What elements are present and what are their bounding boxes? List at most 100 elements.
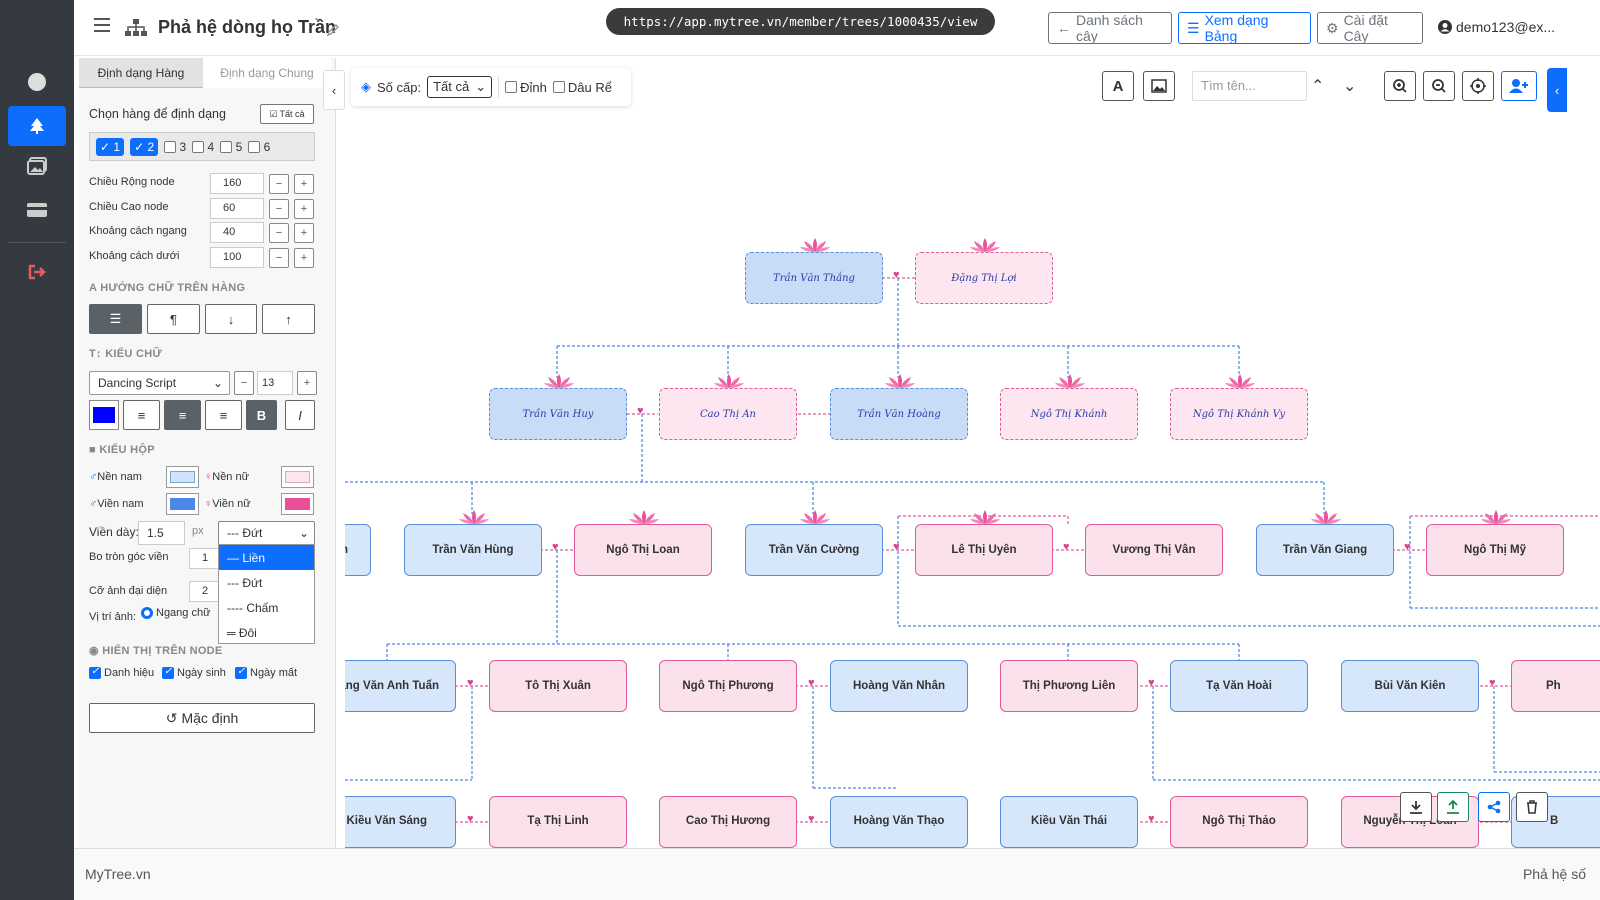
node-width-input[interactable]: 160 [210, 173, 264, 194]
sidebar-images-icon[interactable] [8, 146, 66, 186]
tab-general-format[interactable]: Định dạng Chung [203, 58, 331, 88]
tree-node[interactable]: Trần Văn Hoàng [830, 388, 968, 440]
bg-female-color-picker[interactable] [281, 466, 314, 488]
add-member-button[interactable] [1501, 71, 1537, 101]
italic-button[interactable]: I [285, 400, 315, 430]
zoom-in-button[interactable] [1384, 71, 1416, 101]
reset-default-button[interactable]: ↺Mặc định [89, 703, 315, 733]
delete-button[interactable] [1516, 792, 1548, 822]
edit-pencil-icon[interactable] [326, 23, 340, 37]
border-male-color-picker[interactable] [166, 493, 199, 515]
level-1-checkbox[interactable]: ✓ 1 [96, 137, 125, 156]
image-button[interactable] [1143, 71, 1175, 101]
tree-node[interactable]: Lê Thị Uyên [915, 524, 1053, 576]
node-height-input[interactable]: 60 [210, 198, 264, 219]
collapse-panel-button[interactable]: ‹ [323, 70, 345, 110]
tree-node[interactable]: Trần Văn Giang [1256, 524, 1394, 576]
dropdown-option-dotted[interactable]: ---- Chấm [227, 600, 279, 615]
bottom-spacing-input[interactable]: 100 [210, 247, 264, 268]
sidebar-tree-icon[interactable] [8, 106, 66, 146]
tree-node[interactable]: Trần Văn Huy [489, 388, 627, 440]
search-name-input[interactable]: Tìm tên... [1192, 71, 1307, 101]
tree-node[interactable]: Kiều Văn Thái [1000, 796, 1138, 848]
tree-node[interactable]: Đặng Thị Lợi [915, 252, 1053, 304]
tree-node[interactable]: Tạ Thị Linh [489, 796, 627, 848]
share-button[interactable] [1478, 792, 1510, 822]
arrow-up-button[interactable]: ↑ [262, 304, 315, 334]
tree-node[interactable]: Ngô Thị Mỹ [1426, 524, 1564, 576]
font-family-select[interactable]: Dancing Script⌄ [89, 371, 230, 395]
dropdown-option-dashed[interactable]: --- Đứt [227, 575, 263, 590]
border-width-input[interactable]: 1.5 [138, 521, 185, 545]
align-center-button[interactable]: ≡ [164, 400, 201, 430]
upload-button[interactable] [1437, 792, 1469, 822]
sidebar-circle-icon[interactable] [8, 62, 66, 102]
tree-node[interactable]: Ngô Thị Thảo [1170, 796, 1308, 848]
in-law-checkbox[interactable]: Dâu Rể [552, 80, 612, 95]
font-size-plus-button[interactable]: + [297, 371, 317, 395]
node-height-minus-button[interactable]: − [269, 199, 289, 219]
user-menu[interactable]: demo123@ex... [1438, 19, 1555, 35]
select-all-button[interactable]: ☑Tất cả [260, 104, 314, 124]
h-spacing-input[interactable]: 40 [210, 222, 264, 243]
node-width-minus-button[interactable]: − [269, 174, 289, 194]
tree-node[interactable]: Cao Thị Hương [659, 796, 797, 848]
tab-row-format[interactable]: Định dạng Hàng [79, 58, 203, 88]
tree-node[interactable]: Ngô Thị Phương [659, 660, 797, 712]
font-size-minus-button[interactable]: − [234, 371, 254, 395]
level-3-checkbox[interactable]: 3 [164, 140, 186, 154]
tree-canvas[interactable]: Trần Văn Thắng Đặng Thị Lợi Trần Văn Huy… [345, 58, 1600, 848]
tree-node[interactable]: Trần Văn Thắng [745, 252, 883, 304]
show-death-checkbox[interactable]: Ngày mất [235, 666, 297, 679]
border-style-select[interactable]: --- Đứt⌄ [218, 521, 315, 545]
tree-node[interactable]: Hoàng Văn Thạo [830, 796, 968, 848]
level-count-select[interactable]: Tất cả⌄ [427, 76, 493, 98]
table-view-button[interactable]: ☰Xem dạng Bảng [1178, 12, 1311, 44]
bg-male-color-picker[interactable] [166, 466, 199, 488]
tree-node[interactable]: Đặng Văn Anh Tuấn [345, 660, 456, 712]
right-panel-toggle[interactable]: ‹ [1547, 68, 1567, 112]
tree-node[interactable]: Trần Văn Hùng [404, 524, 542, 576]
align-right-button[interactable]: ≡ [205, 400, 242, 430]
border-female-color-picker[interactable] [281, 493, 314, 515]
tree-node[interactable]: Tô Thị Xuân [489, 660, 627, 712]
level-5-checkbox[interactable]: 5 [220, 140, 242, 154]
tree-node[interactable]: Trần Văn Cường [745, 524, 883, 576]
align-left-button[interactable]: ≡ [123, 400, 160, 430]
zoom-out-button[interactable] [1423, 71, 1455, 101]
tree-node[interactable]: Tạ Văn Hoài [1170, 660, 1308, 712]
footer-brand[interactable]: MyTree.vn [85, 866, 151, 882]
tree-node[interactable]: Ngô Thị Khánh Vy [1170, 388, 1308, 440]
level-2-checkbox[interactable]: ✓ 2 [130, 137, 159, 156]
tree-node[interactable]: Hoàng Văn Nhân [830, 660, 968, 712]
radius-input[interactable]: 1 [189, 548, 219, 569]
photo-size-input[interactable]: 2 [189, 581, 219, 602]
download-button[interactable] [1400, 792, 1432, 822]
text-color-picker[interactable] [89, 400, 119, 430]
tree-list-button[interactable]: ←Danh sách cây [1048, 12, 1172, 44]
node-height-plus-button[interactable]: + [294, 199, 314, 219]
center-view-button[interactable] [1462, 71, 1494, 101]
align-horizontal-button[interactable]: ☰ [89, 304, 142, 334]
tree-node[interactable]: Vương Thị Vân [1085, 524, 1223, 576]
dropdown-option-double[interactable]: ═ Đôi [227, 625, 257, 640]
tree-node[interactable]: Ph [1511, 660, 1600, 712]
tree-node[interactable]: Kiều Văn Sáng [345, 796, 456, 848]
h-spacing-minus-button[interactable]: − [269, 223, 289, 243]
tree-settings-button[interactable]: ⚙Cài đặt Cây [1317, 12, 1423, 44]
tree-node[interactable]: Cao Thị An [659, 388, 797, 440]
arrow-down-button[interactable]: ↓ [205, 304, 257, 334]
level-4-checkbox[interactable]: 4 [192, 140, 214, 154]
search-next-button[interactable]: ⌄ [1343, 78, 1357, 95]
tree-node[interactable]: nh [345, 524, 371, 576]
h-spacing-plus-button[interactable]: + [294, 223, 314, 243]
tree-node[interactable]: Ngô Thị Loan [574, 524, 712, 576]
bottom-spacing-minus-button[interactable]: − [269, 248, 289, 268]
bold-button[interactable]: B [246, 400, 277, 430]
dropdown-option-solid[interactable]: — Liền [219, 545, 314, 570]
photo-position-radio[interactable]: Ngang chữ [141, 607, 210, 619]
show-birth-checkbox[interactable]: Ngày sinh [162, 666, 226, 679]
text-format-button[interactable]: A [1102, 71, 1134, 101]
tree-node[interactable]: Bùi Văn Kiên [1341, 660, 1479, 712]
show-title-checkbox[interactable]: Danh hiệu [89, 666, 154, 679]
